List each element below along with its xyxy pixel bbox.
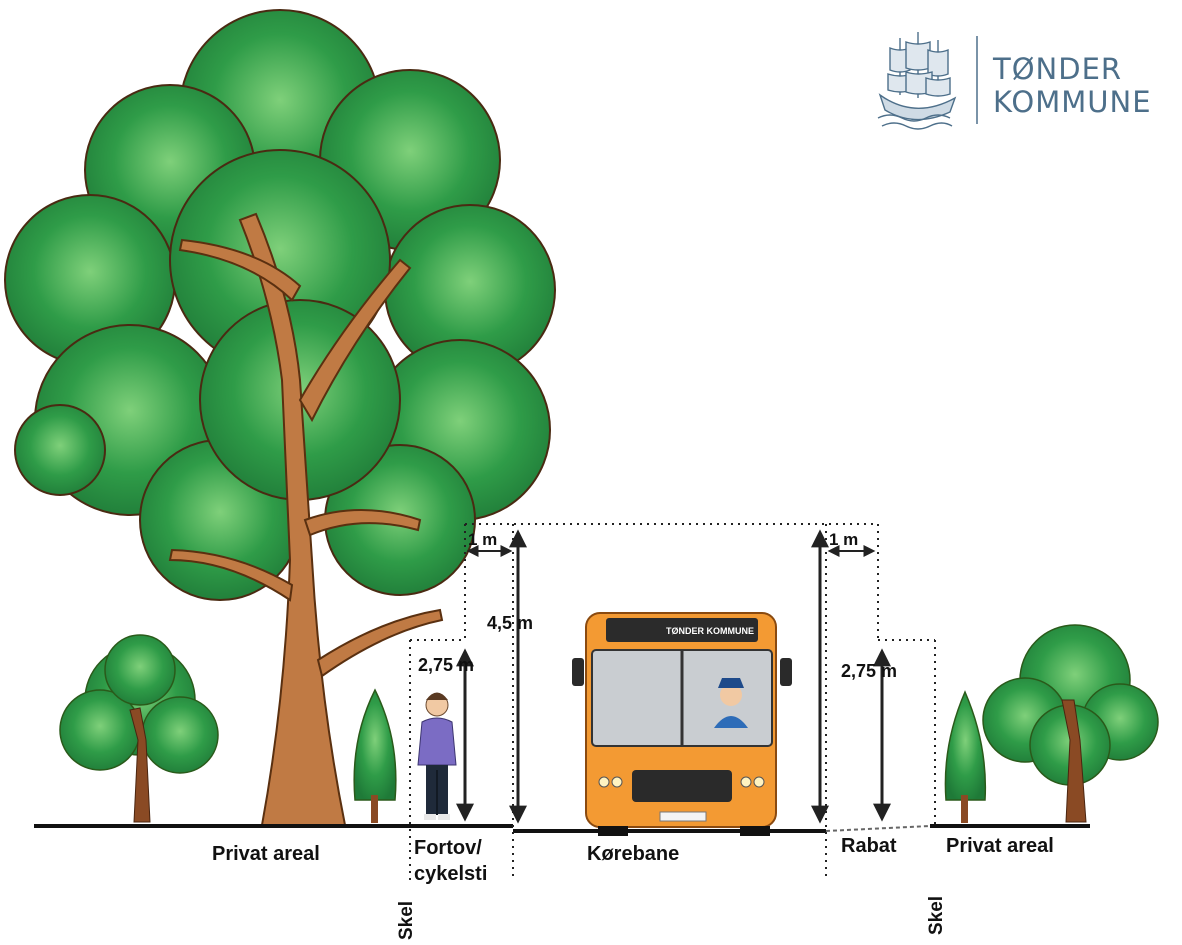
label-sidewalk-line1: Fortov/	[414, 837, 482, 859]
label-sidewalk-line2: cykelsti	[414, 863, 487, 885]
label-private-left: Privat areal	[212, 843, 320, 865]
logo: TØNDER KOMMUNE	[877, 32, 1152, 130]
label-sidewalk-height: 2,75 m	[418, 655, 474, 675]
conifer-left	[353, 688, 397, 823]
label-verge: Rabat	[841, 835, 897, 857]
small-tree-left	[59, 634, 219, 823]
conifer-right	[944, 690, 987, 823]
dimension-arrows	[456, 529, 891, 824]
small-tree-right	[982, 624, 1159, 823]
bus-destination-display	[606, 618, 758, 642]
label-clearance-height: 4,5 m	[487, 613, 533, 633]
logo-line2: KOMMUNE	[993, 85, 1152, 119]
label-roadway: Kørebane	[587, 843, 679, 865]
large-tree	[4, 9, 556, 826]
bus-destination-text: TØNDER KOMMUNE	[666, 626, 754, 636]
pedestrian	[417, 692, 457, 820]
label-boundary-left: Skel	[396, 901, 417, 940]
bus-grille	[632, 770, 732, 802]
ground-verge	[825, 825, 931, 832]
bus: TØNDER KOMMUNE	[572, 612, 792, 836]
ground	[34, 824, 1090, 833]
logo-line1: TØNDER	[992, 52, 1122, 86]
clearance-envelope	[409, 523, 936, 880]
ship-icon	[877, 32, 957, 130]
label-offset-left: 1 m	[468, 530, 497, 549]
label-offset-right: 1 m	[829, 530, 858, 549]
label-verge-height: 2,75 m	[841, 661, 897, 681]
large-tree-foliage	[4, 9, 556, 601]
large-tree-trunk	[168, 212, 444, 826]
bus-driver	[714, 678, 748, 728]
label-boundary-right: Skel	[926, 896, 947, 935]
label-private-right: Privat areal	[946, 835, 1054, 857]
